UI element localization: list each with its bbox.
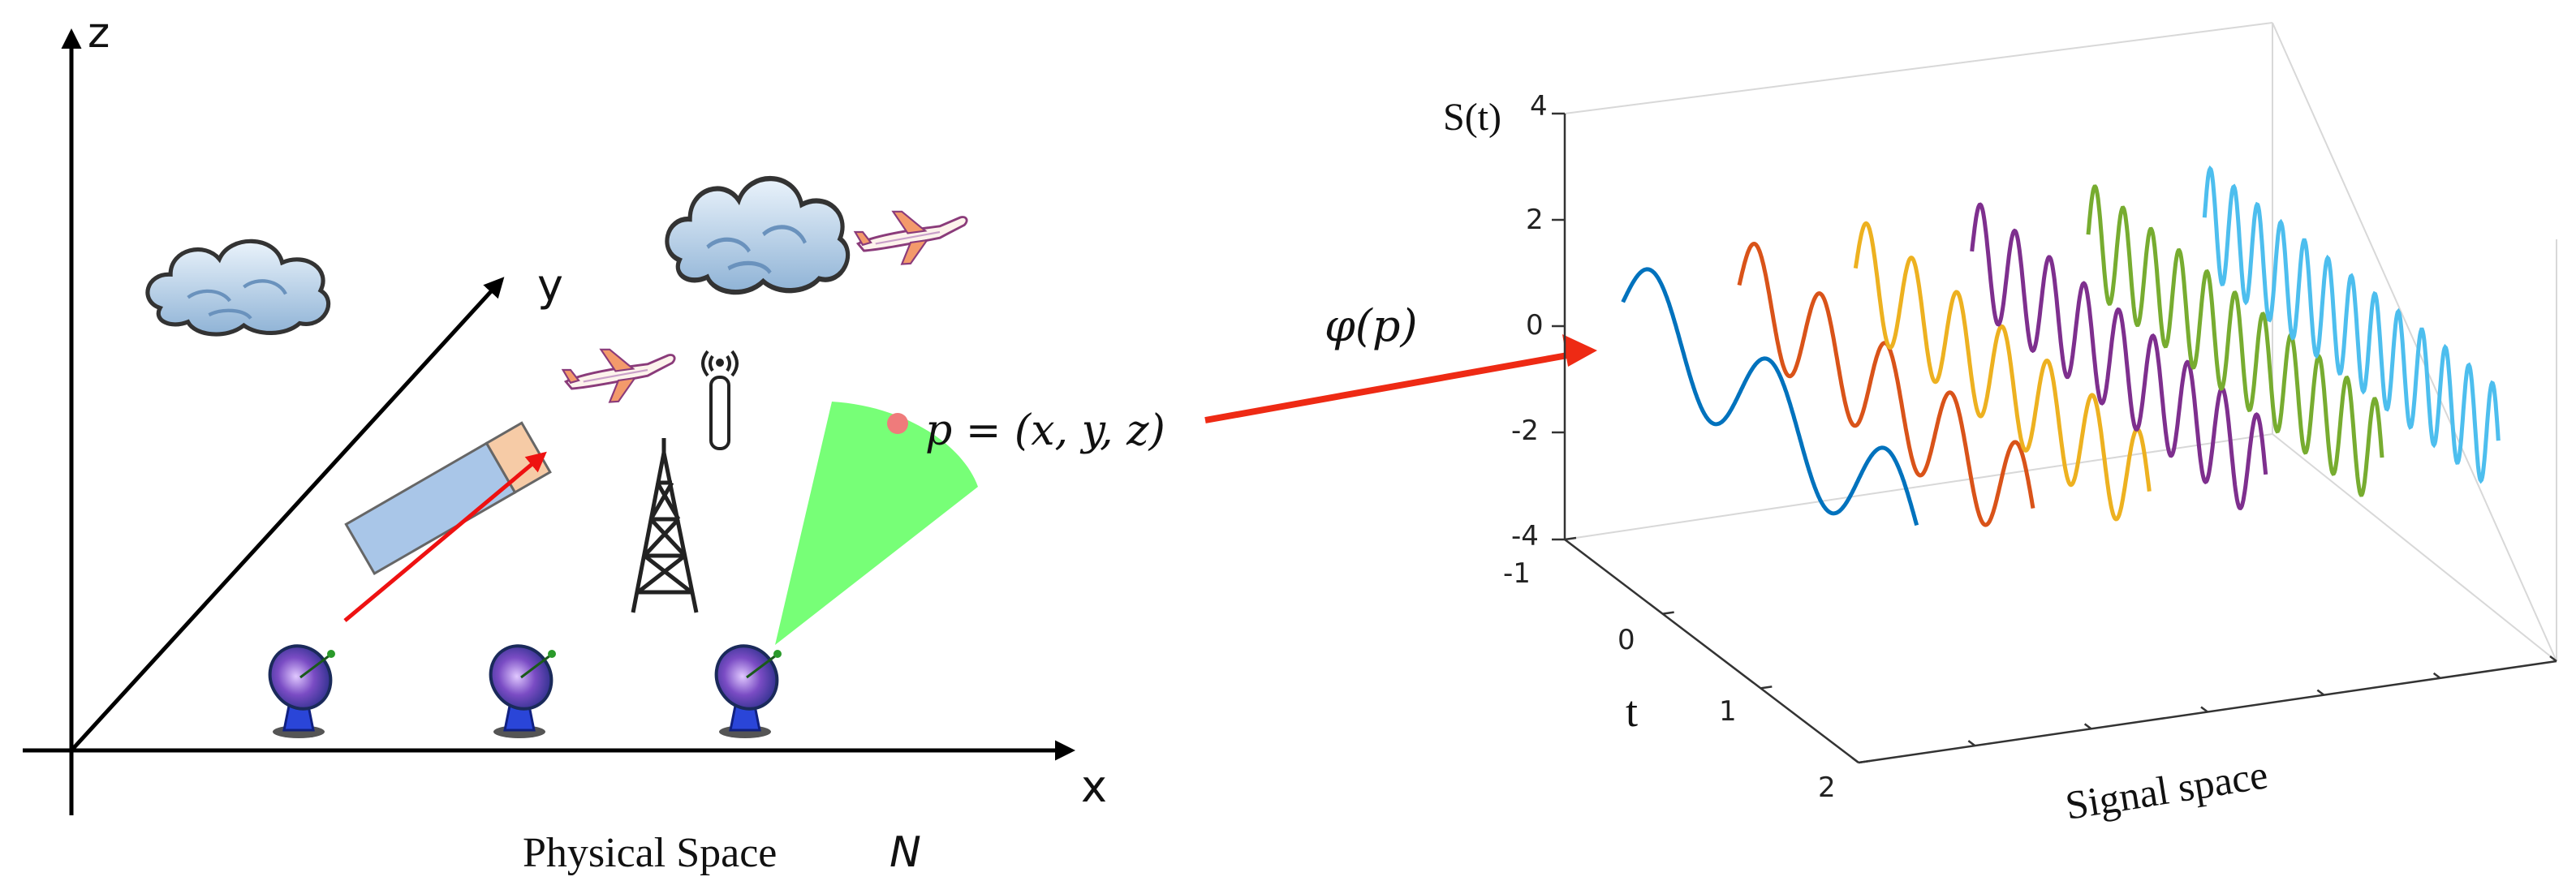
z-tick-label: 4 — [1530, 90, 1548, 122]
t-axis-label: t — [1626, 687, 1638, 736]
antenna-icon — [701, 350, 739, 450]
target-point — [887, 413, 908, 434]
point-label: p = (x, y, z) — [925, 406, 1165, 455]
t-axis-tick — [1858, 759, 1871, 764]
physical-space-symbol: N — [890, 828, 921, 877]
t-tick-label: -1 — [1503, 557, 1531, 590]
motion-arrow — [343, 451, 547, 622]
signal-axis-tick — [1967, 740, 1976, 747]
signal-axis-tick — [2549, 655, 2557, 662]
x-axis-label: Signal space — [2062, 751, 2271, 828]
mapping-arrow — [1204, 350, 1582, 423]
y-axis-label: y — [537, 260, 563, 311]
airplane-icon — [854, 210, 968, 266]
t-axis-tick — [1662, 611, 1674, 615]
z-axis-label: z — [88, 9, 110, 58]
signal-series-group — [1621, 165, 2501, 527]
x-axis-label: x — [1081, 761, 1107, 812]
t-tick-label: 1 — [1719, 695, 1737, 728]
mapping: φ(p) — [1204, 300, 1597, 423]
signal-series-line-1 — [1621, 267, 1919, 527]
z-tick-label: -4 — [1511, 520, 1539, 552]
signal-axis-tick — [2316, 689, 2325, 696]
moving-target — [344, 421, 552, 576]
mapping-arrowhead — [1562, 334, 1597, 367]
signal-axis-tick — [2200, 706, 2208, 713]
signal-plot: S(t) 4 2 0 -2 -4 -1 0 1 2 t Signal space — [1443, 22, 2557, 828]
airplane-icon — [562, 348, 676, 404]
radar-beam — [775, 402, 978, 645]
t-axis-tick — [1564, 536, 1577, 541]
radar-dish-icon — [702, 632, 791, 740]
y-axis — [70, 277, 505, 752]
t-axis-tick — [1760, 686, 1773, 690]
signal-series-line-4 — [1970, 202, 2268, 511]
signal-series-line-5 — [2086, 184, 2384, 497]
z-tick-label: 0 — [1526, 309, 1544, 342]
t-tick-label: 2 — [1818, 772, 1836, 804]
mapping-label: φ(p) — [1325, 300, 1418, 351]
plot-axes — [1552, 112, 2557, 764]
signal-axis-tick — [2432, 672, 2441, 679]
tower-icon — [631, 438, 699, 613]
signal-axis-tick — [2083, 723, 2092, 730]
t-tick-label: 0 — [1618, 624, 1635, 656]
z-tick-label: -2 — [1511, 415, 1539, 447]
z-tick-label: 2 — [1526, 204, 1544, 236]
radar-dish-icon — [476, 632, 566, 740]
signal-series-line-6 — [2202, 165, 2501, 484]
radar-dish-icon — [256, 632, 345, 740]
signal-series-line-3 — [1853, 221, 2152, 522]
signal-axis-tick — [1851, 757, 1859, 763]
cloud-icon — [148, 241, 329, 334]
cloud-icon — [667, 178, 848, 292]
signal-tick-marks — [1564, 536, 2557, 764]
physical-space: z y x — [23, 9, 1165, 877]
z-axis-label: S(t) — [1443, 96, 1501, 139]
physical-space-caption: Physical Space — [523, 830, 777, 876]
